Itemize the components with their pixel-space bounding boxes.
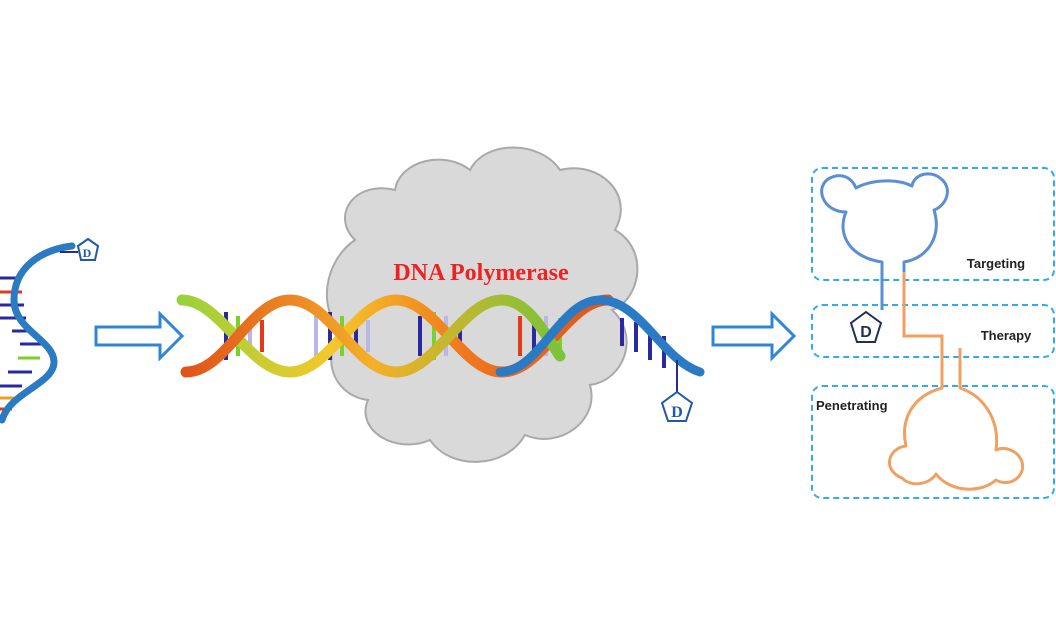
penetrating-label: Penetrating <box>816 398 888 413</box>
therapy-label: Therapy <box>981 328 1032 343</box>
right-arrow-icon <box>711 310 797 362</box>
primer-bases <box>0 276 44 411</box>
helix-ribbon-b <box>180 294 566 378</box>
pentagon-drug-icon: D <box>660 390 694 422</box>
drug-mark-box-label: D <box>860 324 872 341</box>
primer-backbone <box>0 242 76 424</box>
penetrating-loop <box>888 378 1025 491</box>
connector-strand <box>902 272 944 378</box>
single-strand-primer: D <box>0 237 100 424</box>
functional-aptamer-panel: D Targeting Therapy Penetrating <box>811 167 1055 499</box>
pentagon-drug-icon: D <box>849 310 883 343</box>
targeting-box <box>811 167 1055 281</box>
drug-mark-small-label: D <box>83 246 92 260</box>
therapy-box <box>811 304 1055 358</box>
pentagon-drug-icon: D <box>76 237 100 261</box>
double-helix: D <box>176 294 705 422</box>
drug-mark-product-label: D <box>671 404 683 421</box>
penetrating-box <box>811 385 1055 499</box>
right-arrow-icon <box>94 310 185 362</box>
targeting-label: Targeting <box>967 256 1025 271</box>
helix-new-strand <box>495 295 705 377</box>
enzyme-label: DNA Polymerase <box>393 260 569 286</box>
targeting-loop <box>820 172 949 272</box>
